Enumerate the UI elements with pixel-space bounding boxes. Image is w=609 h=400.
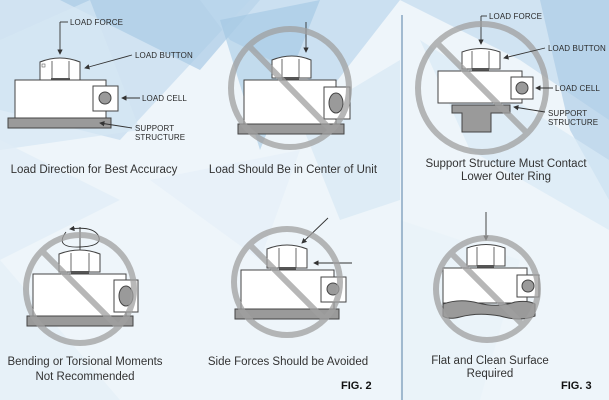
caption-load-direction: Load Direction for Best Accuracy — [10, 164, 178, 176]
figure-label-fig3: FIG. 3 — [561, 380, 592, 392]
callout-load-cell: LOAD CELL — [555, 84, 600, 93]
callout-support-line2: STRUCTURE — [135, 133, 186, 142]
callout-load-button: LOAD BUTTON — [135, 51, 193, 60]
prohibited-icon — [433, 235, 541, 343]
callout-support-line1: SUPPORT — [548, 109, 588, 118]
callout-load-cell: LOAD CELL — [142, 94, 187, 103]
load-cell-diagram-side-force — [231, 217, 352, 338]
caption-flat-surface-line2: Required — [466, 368, 514, 380]
prohibited-icon — [231, 226, 343, 338]
callout-load-button: LOAD BUTTON — [548, 44, 606, 53]
caption-side-forces: Side Forces Should be Avoided — [207, 356, 369, 368]
caption-flat-surface-line1: Flat and Clean Surface — [431, 355, 549, 367]
callout-support-line1: SUPPORT — [135, 124, 175, 133]
caption-center-of-unit: Load Should Be in Center of Unit — [208, 164, 378, 176]
load-cell-diagram-correct — [7, 21, 140, 129]
caption-bending-line2: Not Recommended — [35, 371, 135, 383]
caption-support-contact-line1: Support Structure Must Contact — [425, 158, 587, 170]
callout-support-line2: STRUCTURE — [548, 118, 599, 127]
callout-load-force: LOAD FORCE — [489, 12, 543, 21]
caption-bending-line1: Bending or Torsional Moments — [7, 356, 163, 368]
load-cell-diagram-off-center — [228, 22, 352, 150]
prohibited-icon — [23, 232, 137, 346]
callout-load-force: LOAD FORCE — [70, 18, 124, 27]
figure-label-fig2: FIG. 2 — [341, 380, 372, 392]
caption-support-contact-line2: Lower Outer Ring — [460, 171, 552, 183]
prohibited-icon — [228, 26, 352, 150]
load-cell-diagram-flat-surface — [433, 212, 541, 343]
load-cell-diagram-bending — [23, 225, 139, 346]
load-cell-diagram-support-contact — [415, 15, 553, 155]
